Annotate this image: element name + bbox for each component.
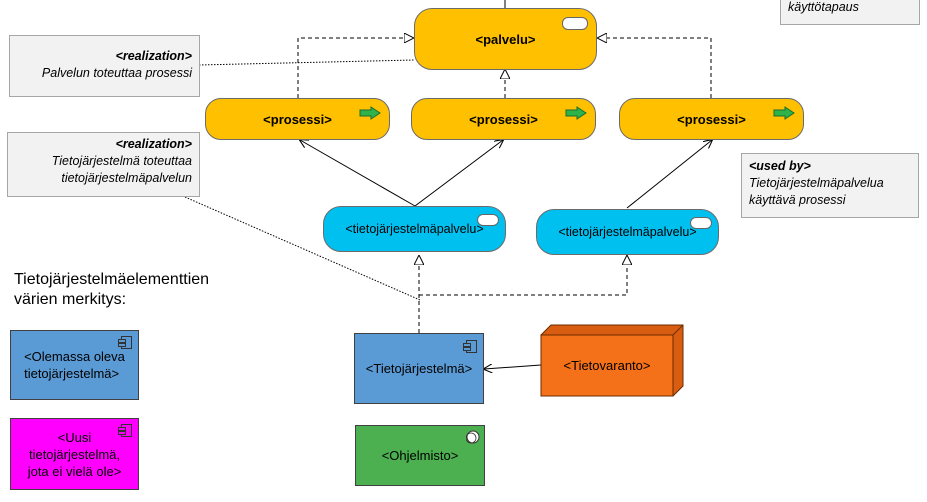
legend-new-system: <Uusi tietojärjestelmä, jota ei vielä ol… (10, 418, 139, 490)
note-body-line1: Tietojärjestelmäpalvelua (749, 176, 884, 190)
note-usecase: käyttötapaus (780, 0, 920, 25)
service-icon (477, 214, 499, 226)
note-realization-1: <realization> Palvelun toteuttaa prosess… (9, 35, 200, 97)
data-store-label: <Tietovaranto> (563, 358, 651, 373)
process-arrow-icon (359, 106, 381, 120)
software-label: <Ohjelmisto> (381, 448, 459, 463)
usedby-1 (300, 140, 416, 207)
legend-new-line2: tietojärjestelmä, (28, 446, 121, 462)
business-process-3[interactable]: <prosessi> (619, 98, 804, 140)
note-used-by: <used by> Tietojärjestelmäpalvelua käytt… (741, 153, 919, 218)
business-process-1[interactable]: <prosessi> (205, 98, 390, 140)
process-label: <prosessi> (263, 111, 332, 127)
usedby-2 (414, 140, 503, 207)
note-title: <used by> (749, 159, 811, 173)
process-label: <prosessi> (677, 111, 746, 127)
note-body-line1: Tietojärjestelmä toteuttaa (51, 154, 192, 168)
service-icon (562, 17, 588, 30)
legend-existing-line1: <Olemassa oleva (24, 349, 125, 364)
service-icon (690, 217, 712, 229)
app-service-label: <tietojärjestelmäpalvelu> (558, 225, 697, 239)
realization-left (297, 38, 413, 98)
note-link-1 (198, 59, 415, 66)
information-system-label: <Tietojärjestelmä> (365, 361, 473, 376)
legend-new-line3: jota ei vielä ole> (27, 463, 122, 479)
legend-title: Tietojärjestelmäelementtien värien merki… (14, 270, 209, 310)
note-body: Palvelun toteuttaa prosessi (41, 66, 192, 80)
component-icon (118, 424, 132, 437)
data-store[interactable] (540, 324, 685, 398)
note-title: <realization> (115, 49, 192, 63)
note-link-2 (184, 196, 421, 301)
legend-existing-system: <Olemassa oleva tietojärjestelmä> (10, 330, 139, 400)
information-system[interactable]: <Tietojärjestelmä> (354, 333, 484, 404)
component-icon (463, 340, 477, 353)
note-realization-2: <realization> Tietojärjestelmä toteuttaa… (7, 132, 200, 197)
note-body-line2: käyttävä prosessi (749, 193, 846, 207)
component-icon (118, 336, 132, 349)
access-line (484, 365, 542, 369)
business-service-label: <palvelu> (475, 31, 536, 47)
legend-existing-line2: tietojärjestelmä> (24, 366, 120, 381)
note-title: <realization> (115, 137, 192, 151)
process-arrow-icon (565, 106, 587, 120)
business-process-2[interactable]: <prosessi> (411, 98, 596, 140)
application-service-1[interactable]: <tietojärjestelmäpalvelu> (323, 206, 506, 252)
realization-right (598, 38, 712, 98)
legend-title-line1: Tietojärjestelmäelementtien (14, 271, 210, 288)
realization-app-2 (419, 256, 627, 296)
application-service-2[interactable]: <tietojärjestelmäpalvelu> (536, 209, 719, 255)
usedby-3 (626, 140, 712, 209)
system-software[interactable]: <Ohjelmisto> (355, 425, 485, 486)
legend-new-line1: <Uusi (57, 429, 92, 445)
process-arrow-icon (773, 106, 795, 120)
business-service[interactable]: <palvelu> (414, 8, 597, 70)
app-service-label: <tietojärjestelmäpalvelu> (345, 222, 484, 236)
artifact-icon (466, 430, 480, 444)
note-body-line2: tietojärjestelmäpalvelun (61, 171, 192, 185)
note-usecase-text: käyttötapaus (788, 0, 859, 14)
legend-title-line2: värien merkitys: (14, 291, 127, 308)
process-label: <prosessi> (469, 111, 538, 127)
